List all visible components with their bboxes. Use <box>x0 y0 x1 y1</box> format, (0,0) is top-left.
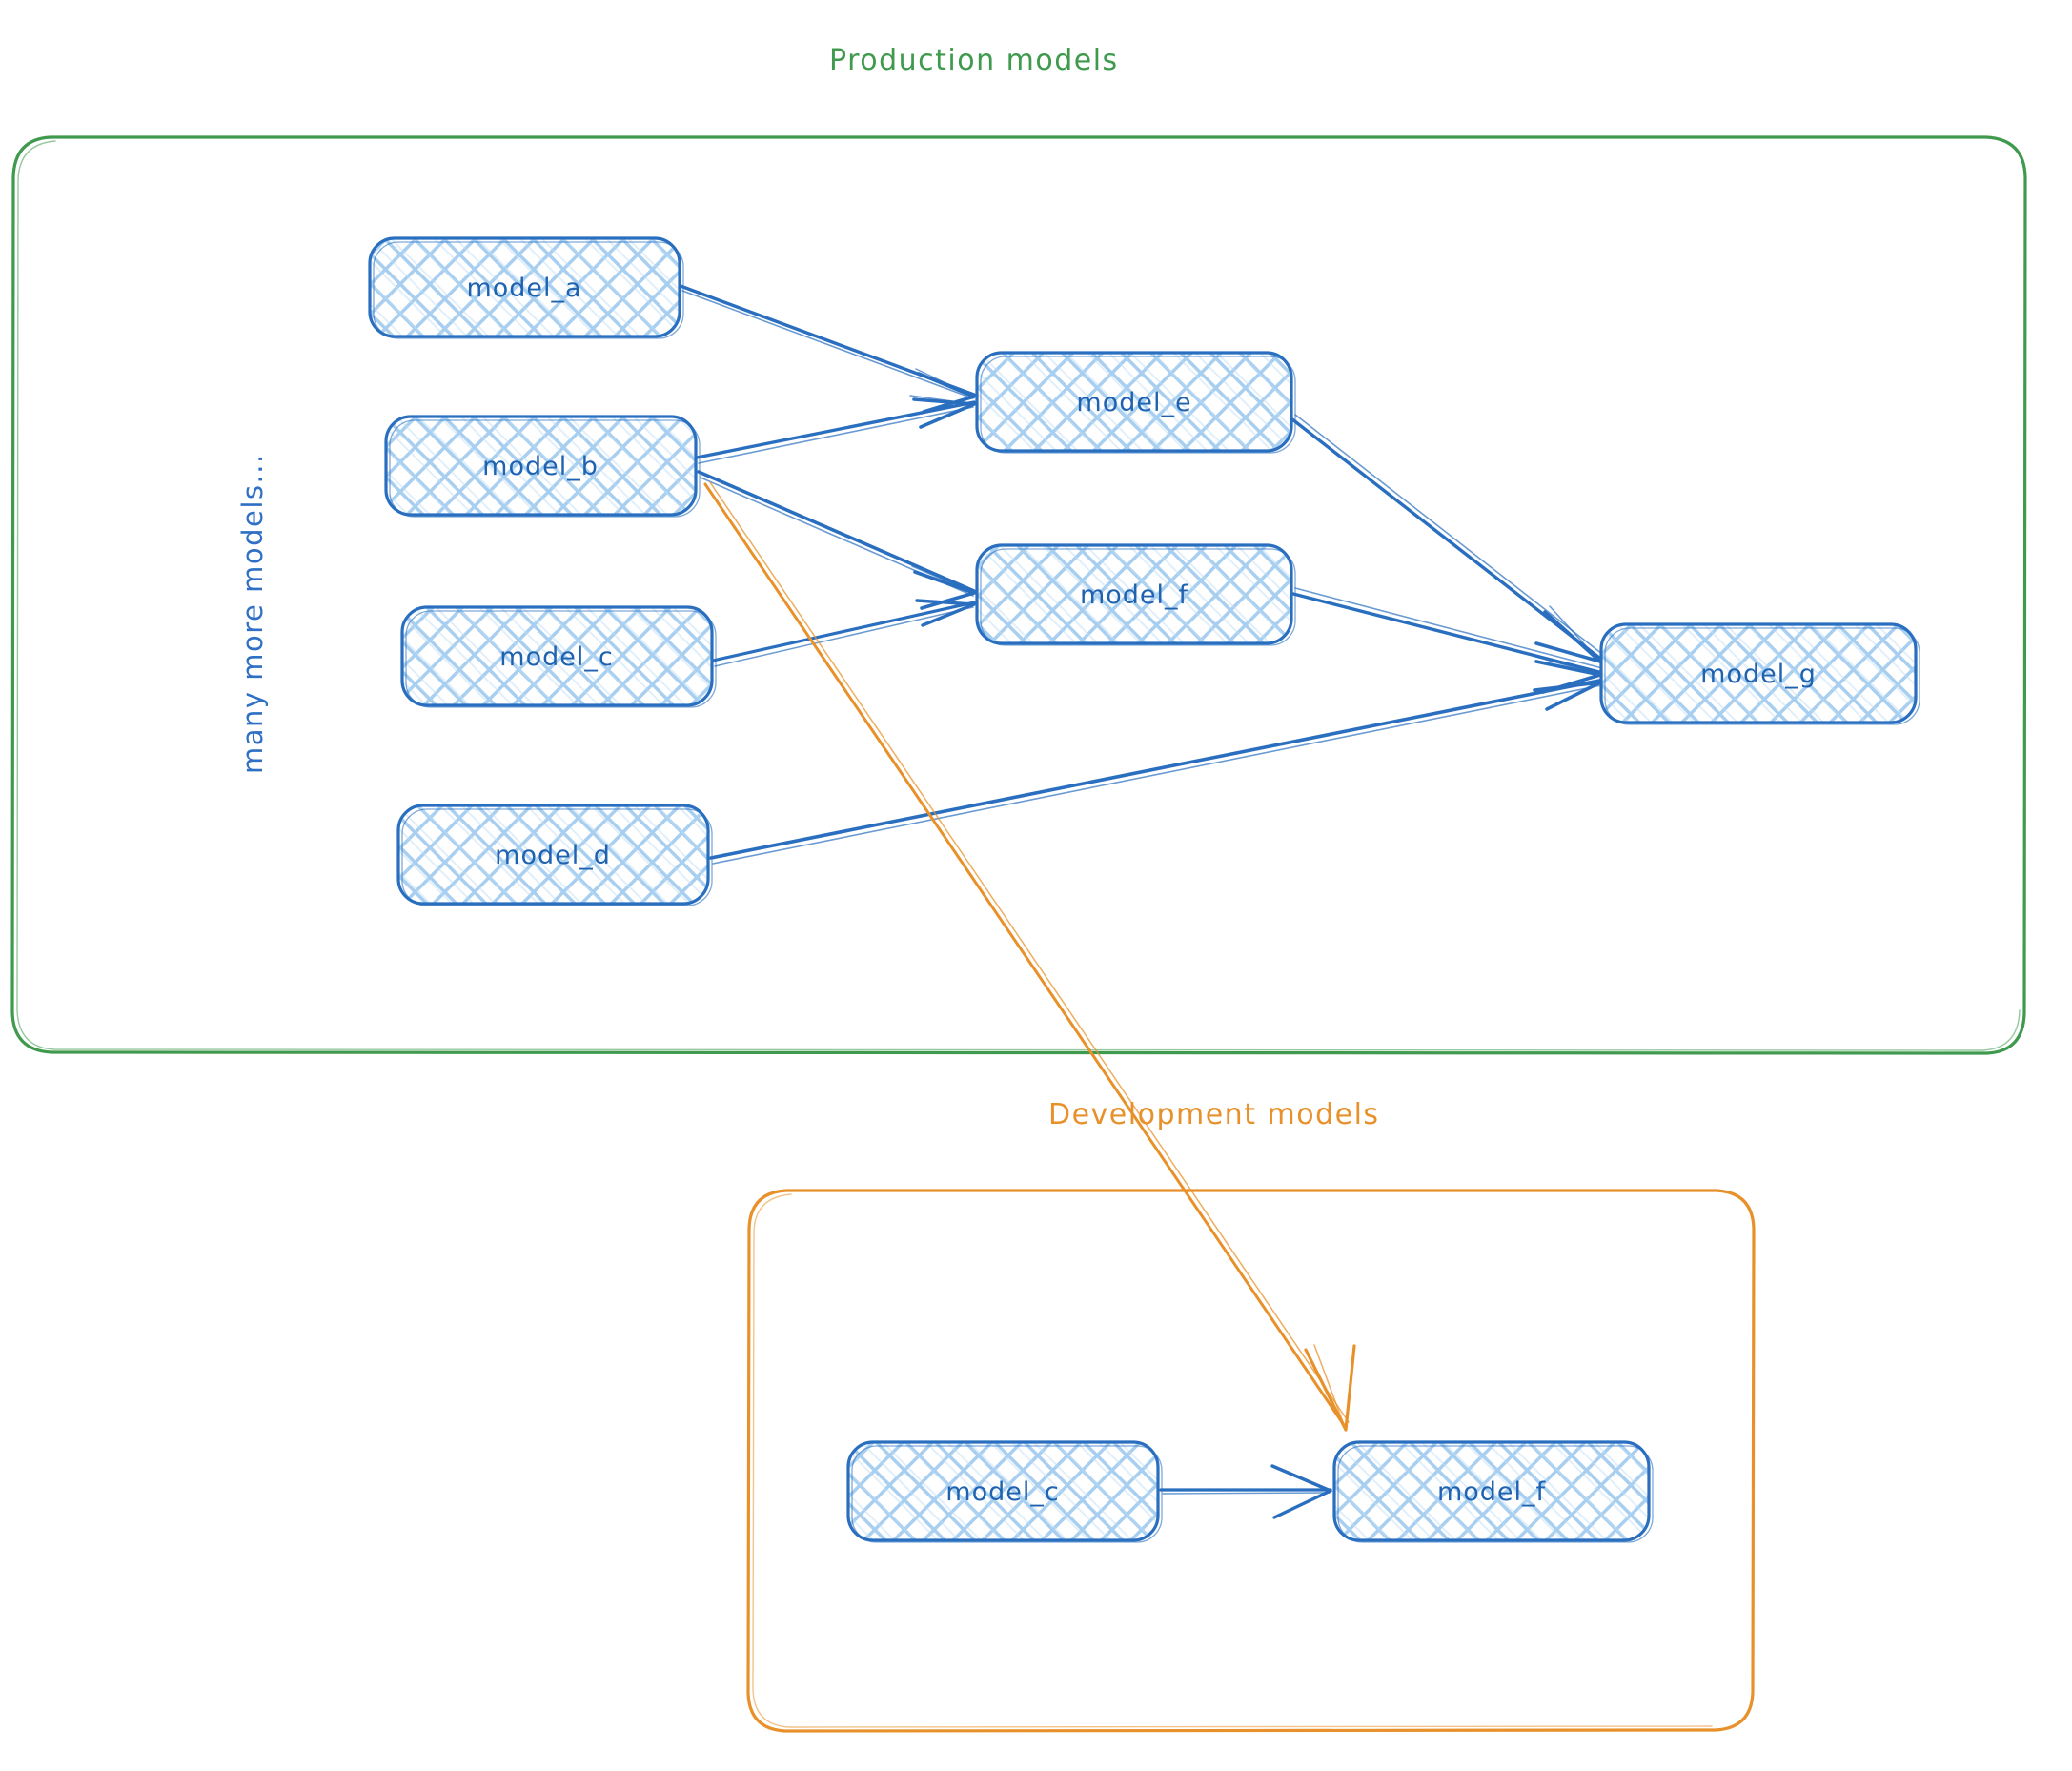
arrowhead <box>1304 1344 1356 1432</box>
development-group-title: Development models <box>1048 1098 1380 1131</box>
development-container-border <box>746 1189 1756 1733</box>
edge-devc-to-devf <box>1159 1464 1332 1519</box>
node-model-e[interactable]: model_e <box>975 351 1296 454</box>
edges <box>679 284 1603 1519</box>
many-more-models-note: many more models... <box>236 453 269 774</box>
node-label: model_g <box>1700 660 1817 689</box>
node-model-a[interactable]: model_a <box>368 236 684 339</box>
production-group-title: Production models <box>829 44 1119 77</box>
development-container-sketch-stroke <box>752 1193 1713 1728</box>
node-label: model_a <box>466 274 581 303</box>
node-label: model_d <box>495 841 611 870</box>
node-model-c[interactable]: model_c <box>400 605 717 708</box>
edge-b-to-f <box>697 470 976 610</box>
group-production <box>10 135 2027 1055</box>
edge-c-to-f <box>711 599 976 667</box>
edge-a-to-e <box>679 284 976 414</box>
node-model-b[interactable]: model_b <box>384 415 701 518</box>
edge-b-to-e <box>695 395 976 464</box>
edge-b-to-devf <box>703 481 1356 1432</box>
nodes: model_a model_b model_c <box>368 236 1920 1543</box>
node-dev-model-f[interactable]: model_f <box>1332 1440 1654 1543</box>
production-container-sketch-stroke <box>16 140 2021 1051</box>
arrowhead <box>1534 610 1602 663</box>
node-label: model_f <box>1080 580 1189 610</box>
node-label: model_c <box>499 642 613 672</box>
arrowhead <box>1270 1464 1332 1519</box>
node-label: model_b <box>482 452 599 481</box>
node-model-d[interactable]: model_d <box>396 804 713 906</box>
edge-d-to-g <box>709 679 1602 865</box>
production-container-border <box>10 135 2027 1055</box>
arrowhead <box>1533 681 1602 711</box>
group-development <box>746 1189 1756 1733</box>
node-label: model_f <box>1437 1477 1547 1507</box>
arrowhead <box>915 599 976 627</box>
edge-e-to-g <box>1290 414 1603 663</box>
node-label: model_c <box>945 1477 1059 1507</box>
node-model-g[interactable]: model_g <box>1599 622 1920 725</box>
node-model-f[interactable]: model_f <box>975 543 1296 646</box>
edge-f-to-g <box>1291 587 1603 694</box>
node-label: model_e <box>1076 388 1191 417</box>
node-dev-model-c[interactable]: model_c <box>846 1440 1163 1543</box>
